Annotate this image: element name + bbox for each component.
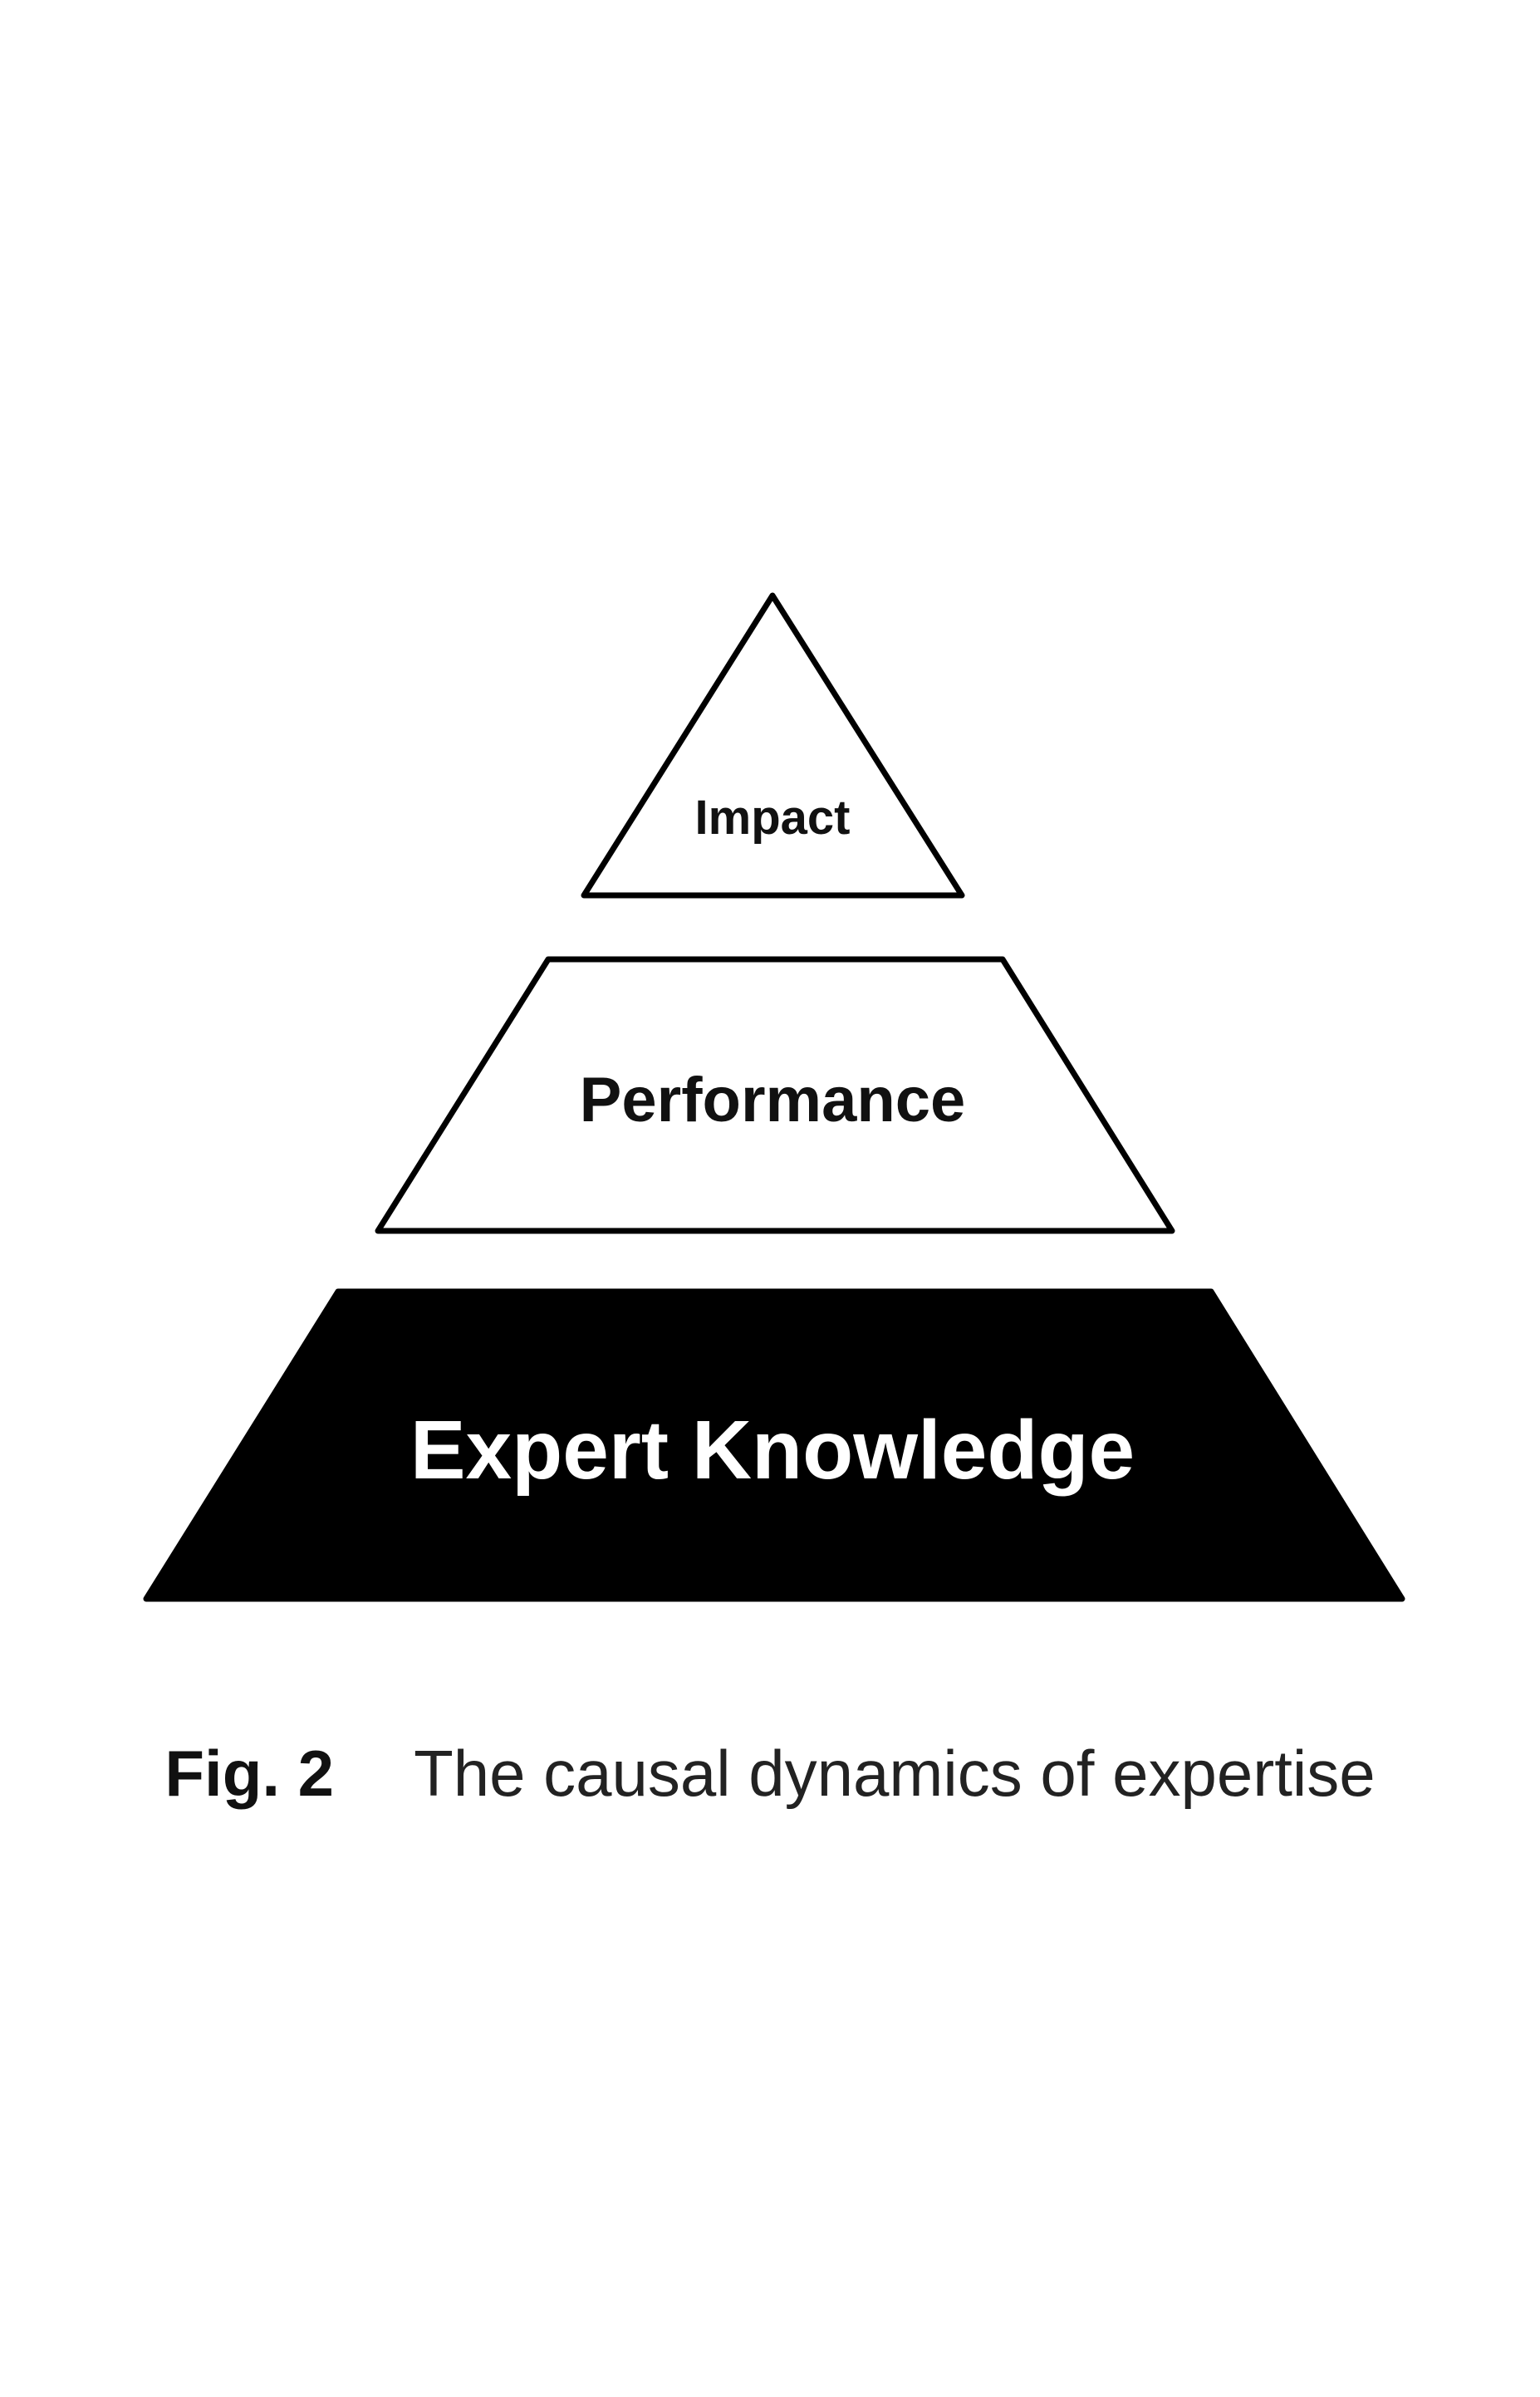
pyramid-tier-expert-knowledge — [143, 1288, 1405, 1602]
pyramid-tier-performance — [375, 956, 1175, 1234]
tier-label-expert-knowledge: Expert Knowledge — [410, 1404, 1135, 1497]
tier-label-performance: Performance — [580, 1065, 966, 1135]
figure-title: The causal dynamics of expertise — [414, 1737, 1376, 1810]
figure-caption: Fig. 2 The causal dynamics of expertise — [0, 1736, 1540, 1811]
tier-label-impact: Impact — [695, 791, 851, 845]
pyramid-tier-impact — [581, 592, 965, 899]
figure-number: Fig. 2 — [164, 1737, 335, 1810]
